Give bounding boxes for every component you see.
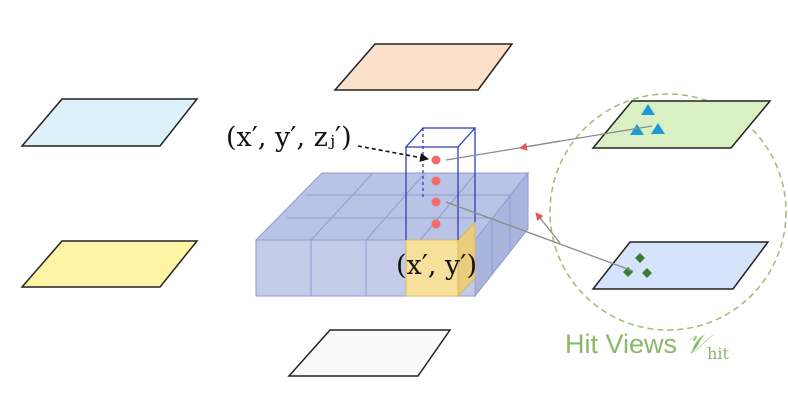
point-3d-label: (x′, y′, zⱼ′)	[226, 122, 352, 153]
highlight-cell-right	[457, 220, 476, 298]
hit-views-text: Hit Views	[565, 329, 677, 359]
view-plane-left-bottom	[20, 240, 199, 288]
diamond-marker	[635, 253, 645, 263]
ray-bottom-arrow	[535, 212, 561, 244]
sample-point	[431, 155, 441, 165]
hit-views-circle	[549, 93, 787, 331]
voxel-column	[404, 127, 477, 240]
view-plane-top	[333, 43, 514, 91]
sample-points	[431, 155, 441, 229]
triangle-marker	[641, 104, 655, 115]
voxel-grid	[254, 171, 530, 298]
hit-view-plane-bottom	[591, 241, 770, 290]
diamond-markers	[623, 253, 652, 278]
hit-views-label: Hit Views 𝒱hit	[565, 329, 729, 363]
view-plane-bottom	[287, 329, 452, 377]
ray-bottom	[445, 201, 634, 272]
point-2d-label: (x′, y′)	[396, 250, 477, 281]
triangle-markers	[630, 104, 665, 135]
hit-view-plane-top	[591, 100, 772, 149]
sample-point	[431, 219, 441, 229]
ray-top-arrow	[519, 140, 561, 151]
hit-views-subscript: hit	[707, 344, 729, 363]
sample-point	[431, 197, 441, 207]
triangle-marker	[651, 123, 665, 134]
view-plane-left-top	[20, 98, 199, 147]
triangle-marker	[630, 124, 644, 135]
diamond-marker	[642, 268, 652, 278]
point-label-pointer	[357, 145, 429, 162]
sample-point	[431, 176, 441, 186]
